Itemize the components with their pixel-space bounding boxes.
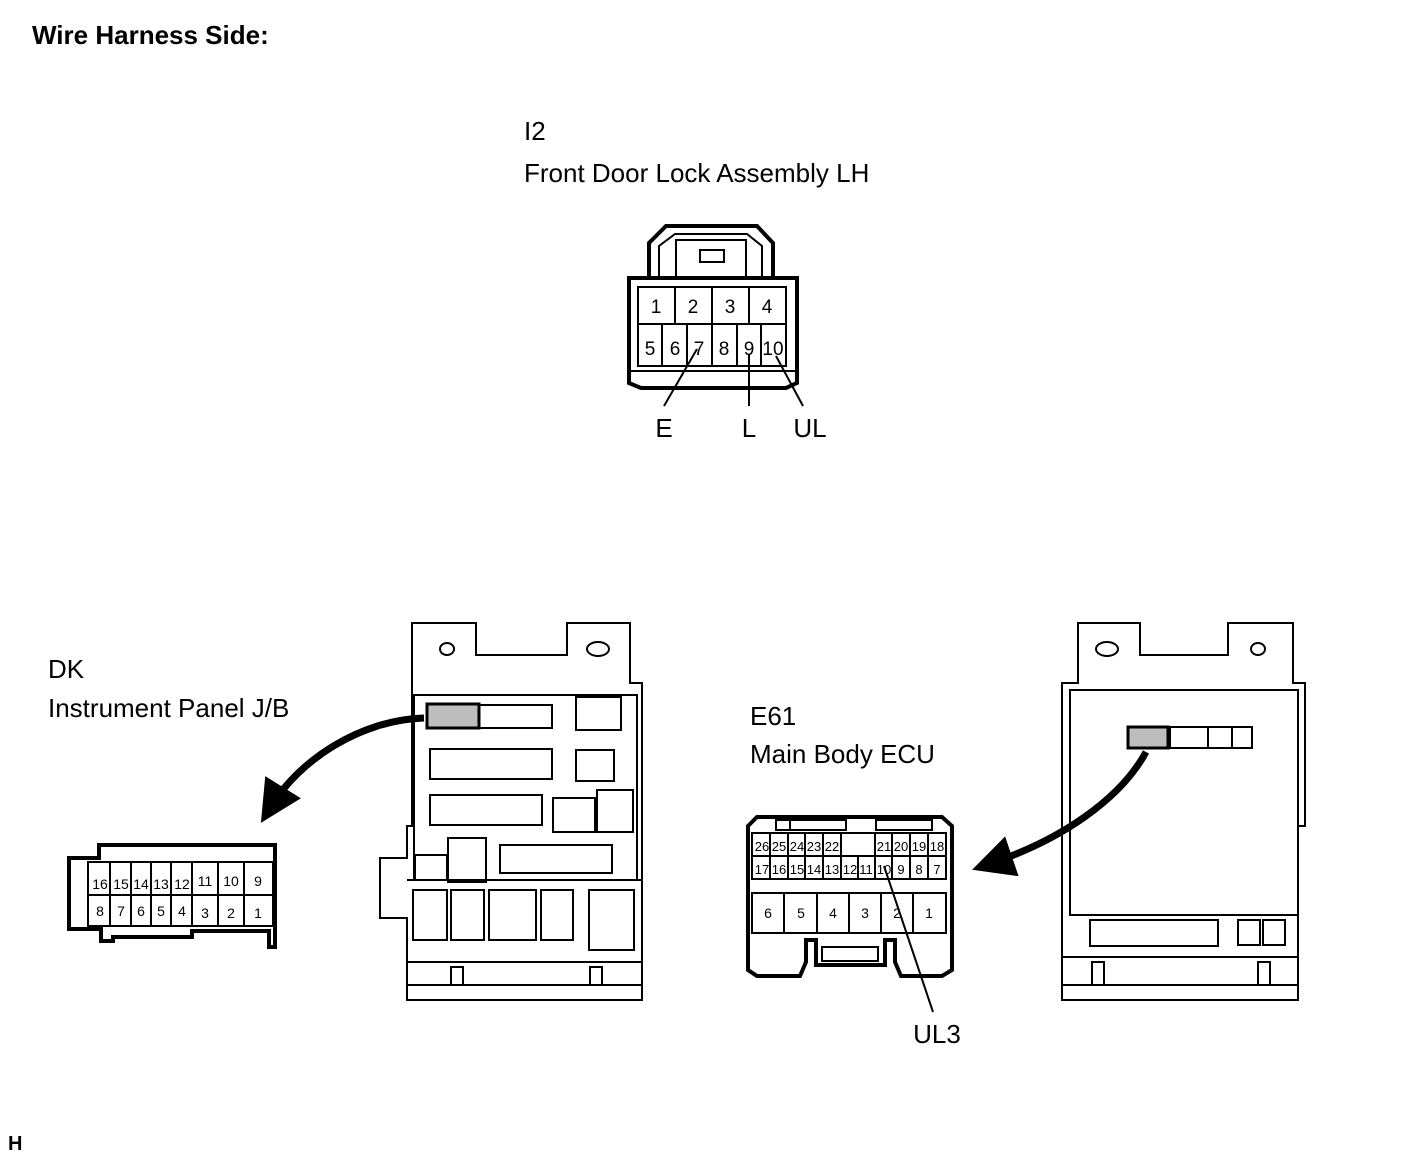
- i2-connector: [627, 224, 799, 390]
- i2-pin: 1: [651, 297, 662, 318]
- e61-pin: 10: [877, 862, 891, 877]
- dk-pin: 10: [223, 873, 239, 889]
- dk-pin: 1: [254, 905, 262, 921]
- e61-pin: 11: [859, 862, 873, 877]
- dk-pin: 3: [201, 905, 209, 921]
- e61-pin: 13: [825, 862, 839, 877]
- i2-wire-label-l: L: [742, 413, 756, 443]
- e61-connector-name: Main Body ECU: [750, 739, 935, 769]
- i2-pin: 4: [762, 297, 773, 318]
- i2-wire-leaders: [663, 348, 804, 407]
- e61-pin: 16: [772, 862, 786, 877]
- instrument-panel-jb-body: [379, 622, 643, 1001]
- dk-connector-code: DK: [48, 654, 85, 684]
- e61-pin: 18: [930, 839, 944, 854]
- dk-pin: 16: [92, 876, 108, 892]
- dk-pin: 5: [157, 903, 165, 919]
- e61-pin: 12: [843, 862, 857, 877]
- e61-pin: 24: [790, 839, 804, 854]
- dk-pin: 9: [254, 873, 262, 889]
- e61-pin: 19: [912, 839, 926, 854]
- diagram-heading: Wire Harness Side:: [32, 20, 269, 50]
- dk-pin: 11: [198, 873, 213, 889]
- dk-pin: 4: [178, 903, 186, 919]
- i2-pin: 8: [719, 339, 730, 360]
- i2-pin: 2: [688, 297, 699, 318]
- e61-connector: [746, 815, 954, 978]
- main-body-ecu-body: [1061, 622, 1306, 1001]
- dk-pin-labels: 16 15 14 13 12 11 10 9 8 7 6 5 4 3 2 1: [92, 873, 262, 921]
- dk-pin: 13: [153, 876, 169, 892]
- e61-pin: 14: [807, 862, 821, 877]
- dk-connector-name: Instrument Panel J/B: [48, 693, 290, 723]
- footer-code: H: [8, 1133, 23, 1155]
- e61-pin: 7: [933, 862, 940, 877]
- e61-pin: 17: [755, 862, 769, 877]
- dk-pin: 15: [113, 876, 129, 892]
- dk-pin: 7: [117, 903, 125, 919]
- ecu-pointer-arrow: [972, 750, 1150, 877]
- i2-wire-label-ul: UL: [793, 413, 826, 443]
- i2-pin: 10: [762, 339, 783, 360]
- e61-wire-label-ul3: UL3: [913, 1019, 961, 1049]
- e61-connector-code: E61: [750, 701, 797, 731]
- i2-wire-label-e: E: [655, 413, 672, 443]
- e61-pin: 26: [755, 839, 769, 854]
- i2-pin: 5: [645, 339, 656, 360]
- i2-pin: 3: [725, 297, 736, 318]
- e61-pin: 3: [861, 905, 869, 921]
- e61-pin: 15: [790, 862, 804, 877]
- i2-pin: 6: [670, 339, 681, 360]
- e61-wire-leader: [883, 865, 934, 1013]
- i2-pin: 9: [744, 339, 755, 360]
- e61-pin: 9: [897, 862, 904, 877]
- i2-pin-labels: 1 2 3 4 5 6 7 8 9 10: [645, 297, 784, 360]
- dk-pin: 8: [96, 903, 104, 919]
- e61-pin: 2: [893, 905, 901, 921]
- e61-pin: 25: [772, 839, 786, 854]
- e61-pin: 23: [807, 839, 821, 854]
- e61-pin: 21: [877, 839, 891, 854]
- e61-pin-labels: 26 25 24 23 22 21 20 19 18 17 16 15 14 1…: [755, 839, 944, 921]
- i2-connector-code: I2: [524, 116, 546, 146]
- dk-pin: 12: [174, 876, 190, 892]
- i2-pin: 7: [694, 339, 705, 360]
- e61-pin: 22: [825, 839, 839, 854]
- i2-connector-name: Front Door Lock Assembly LH: [524, 158, 870, 188]
- dk-pin: 2: [227, 905, 235, 921]
- dk-pin: 6: [137, 903, 145, 919]
- jb-pointer-arrow: [260, 714, 425, 823]
- e61-pin: 5: [797, 905, 805, 921]
- e61-pin: 1: [925, 905, 933, 921]
- e61-pin: 20: [894, 839, 908, 854]
- ecu-highlighted-socket: [1126, 725, 1170, 750]
- dk-connector: [67, 843, 277, 949]
- jb-highlighted-socket: [425, 702, 481, 730]
- e61-pin: 4: [829, 905, 837, 921]
- dk-pin: 14: [133, 876, 149, 892]
- e61-pin: 6: [764, 905, 772, 921]
- e61-pin: 8: [915, 862, 922, 877]
